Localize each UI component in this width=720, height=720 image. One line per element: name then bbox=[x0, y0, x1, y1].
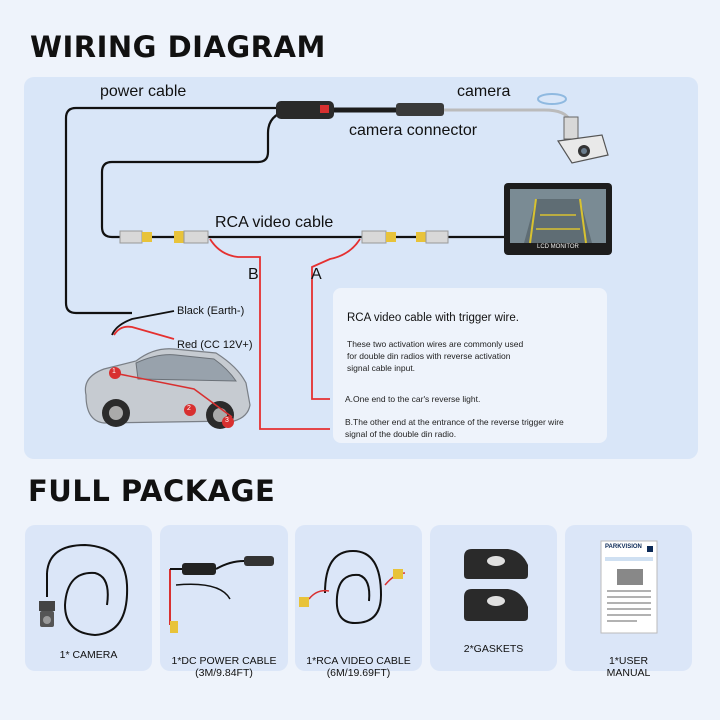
package-card-camera: 1* CAMERA bbox=[25, 525, 152, 671]
manual-caption-text: 1*USER MANUAL bbox=[606, 655, 651, 679]
wiring-diagram-heading: WIRING DIAGRAM bbox=[30, 30, 326, 64]
rca-plug-left bbox=[119, 230, 152, 244]
camera-cable-drawing bbox=[39, 543, 129, 637]
trigger-wire-info-box: RCA video cable with trigger wire. These… bbox=[333, 288, 607, 443]
package-card-rca-cable: 1*RCA VIDEO CABLE (6M/19.69FT) bbox=[295, 525, 422, 679]
gaskets-drawing bbox=[464, 549, 528, 621]
package-card-manual: PARKVISION 1*USER MANUAL bbox=[565, 525, 692, 679]
package-card-gaskets: 2*GASKETS bbox=[430, 525, 557, 671]
wire-a-label: A bbox=[311, 266, 322, 283]
gaskets-caption: 2*GASKETS bbox=[463, 643, 524, 655]
power-cable-drawing bbox=[169, 556, 274, 633]
power-to-rca-wire bbox=[100, 108, 293, 239]
wire-a-red bbox=[311, 238, 361, 400]
monitor-label: LCD MONITOR bbox=[537, 244, 579, 250]
car-drawing bbox=[84, 348, 251, 429]
info-note-a: A.One end to the car's reverse light. bbox=[345, 394, 481, 404]
rca-plug-3 bbox=[361, 230, 396, 244]
wiring-diagram-panel: power cable camera camera connector RCA … bbox=[24, 77, 698, 459]
power-cable-wire bbox=[64, 106, 294, 315]
car-marker-3: 3 bbox=[225, 417, 229, 424]
package-card-power-cable: 1*DC POWER CABLE (3M/9.84FT) bbox=[160, 525, 288, 679]
lcd-monitor-drawing bbox=[504, 183, 612, 255]
rca-cable-drawing bbox=[299, 549, 406, 625]
rca-cable-caption: 1*RCA VIDEO CABLE (6M/19.69FT) bbox=[295, 643, 422, 679]
camera-caption: 1* CAMERA bbox=[59, 649, 118, 661]
info-note-b: B.The other end at the entrance of the r… bbox=[345, 417, 564, 439]
wire-b-label: B bbox=[248, 266, 259, 283]
manual-drawing bbox=[600, 540, 658, 634]
car-marker-2: 2 bbox=[187, 405, 191, 412]
info-description: These two activation wires are commonly … bbox=[347, 339, 524, 373]
camera-connector-label: camera connector bbox=[349, 122, 478, 139]
rca-plug-2 bbox=[174, 230, 209, 244]
car-marker-1: 1 bbox=[112, 368, 116, 375]
red-12v-wire bbox=[113, 325, 175, 340]
red-wire-label: Red (CC 12V+) bbox=[177, 339, 253, 351]
wire-b-red bbox=[209, 238, 330, 430]
power-inline-box bbox=[276, 101, 334, 119]
camera-label: camera bbox=[457, 83, 511, 100]
info-title: RCA video cable with trigger wire. bbox=[347, 312, 519, 324]
power-cable-caption-text: 1*DC POWER CABLE (3M/9.84FT) bbox=[171, 655, 277, 679]
manual-caption: 1*USER MANUAL bbox=[565, 643, 692, 679]
black-earth-wire bbox=[111, 310, 175, 336]
power-cable-label: power cable bbox=[100, 83, 187, 100]
camera-drawing bbox=[537, 93, 609, 164]
wiring-drawing bbox=[64, 93, 612, 430]
rca-video-cable-label: RCA video cable bbox=[215, 214, 334, 231]
rca-plug-right bbox=[416, 230, 449, 244]
manual-brand: PARKVISION bbox=[605, 544, 642, 550]
rca-cable-caption-text: 1*RCA VIDEO CABLE (6M/19.69FT) bbox=[306, 655, 411, 679]
power-cable-caption: 1*DC POWER CABLE (3M/9.84FT) bbox=[160, 643, 288, 679]
full-package-heading: FULL PACKAGE bbox=[28, 474, 276, 508]
black-wire-label: Black (Earth-) bbox=[177, 305, 245, 317]
